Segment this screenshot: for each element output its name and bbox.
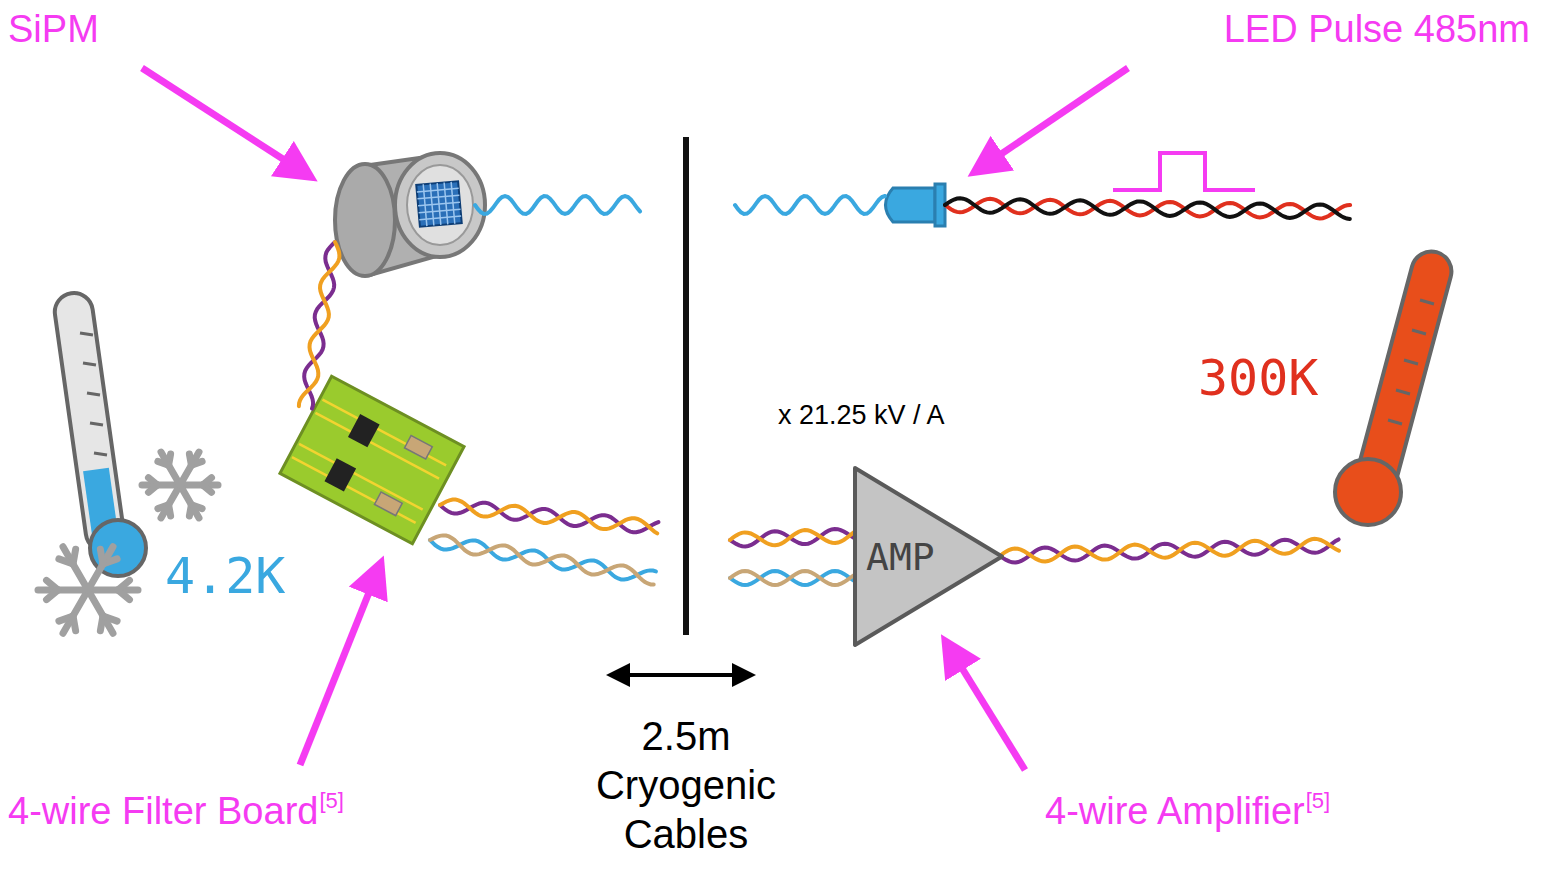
wire bbox=[730, 529, 859, 545]
wire bbox=[730, 571, 859, 585]
divider-line bbox=[683, 137, 689, 635]
amplifier-label: AMP bbox=[866, 535, 935, 579]
part-label: 4-wire Amplifier bbox=[1045, 790, 1305, 834]
wire bbox=[304, 242, 335, 409]
gain-label: x 21.25 kV / A bbox=[778, 400, 945, 431]
part-label: SiPM bbox=[8, 8, 99, 52]
callout-arrow bbox=[300, 575, 376, 765]
wire bbox=[945, 199, 1350, 219]
amplifier-triangle: AMP bbox=[852, 465, 1005, 648]
reference-number: [5] bbox=[1306, 788, 1330, 813]
part-label: 4-wire Filter Board bbox=[8, 790, 318, 834]
temperature-label: 4.2K bbox=[165, 548, 285, 606]
wire bbox=[430, 535, 654, 584]
filter-board bbox=[280, 376, 464, 544]
wire bbox=[440, 500, 657, 534]
sipm-sensor bbox=[335, 153, 485, 276]
thermometer-cold bbox=[52, 291, 146, 576]
wire bbox=[430, 540, 656, 580]
pulse-symbol bbox=[1113, 153, 1255, 190]
wire bbox=[1000, 539, 1339, 562]
part-label: LED Pulse 485nm bbox=[1224, 8, 1530, 52]
thermometer-hot bbox=[1335, 247, 1456, 525]
dimension-label: 2.5m Cryogenic Cables bbox=[586, 712, 786, 858]
temperature-label: 300K bbox=[1198, 350, 1318, 408]
reference-number: [5] bbox=[319, 788, 343, 813]
wire bbox=[299, 242, 340, 406]
wire bbox=[1000, 539, 1339, 562]
callout-arrow bbox=[142, 68, 300, 170]
led bbox=[886, 184, 946, 226]
wire bbox=[440, 503, 658, 533]
wire bbox=[730, 571, 859, 585]
wire bbox=[945, 198, 1350, 219]
dimension-arrow bbox=[618, 673, 744, 677]
snowflake bbox=[38, 452, 218, 633]
callout-arrow bbox=[952, 652, 1025, 770]
wire bbox=[730, 529, 859, 546]
wire bbox=[735, 196, 885, 214]
wire bbox=[475, 196, 640, 214]
callout-arrow bbox=[985, 68, 1128, 165]
